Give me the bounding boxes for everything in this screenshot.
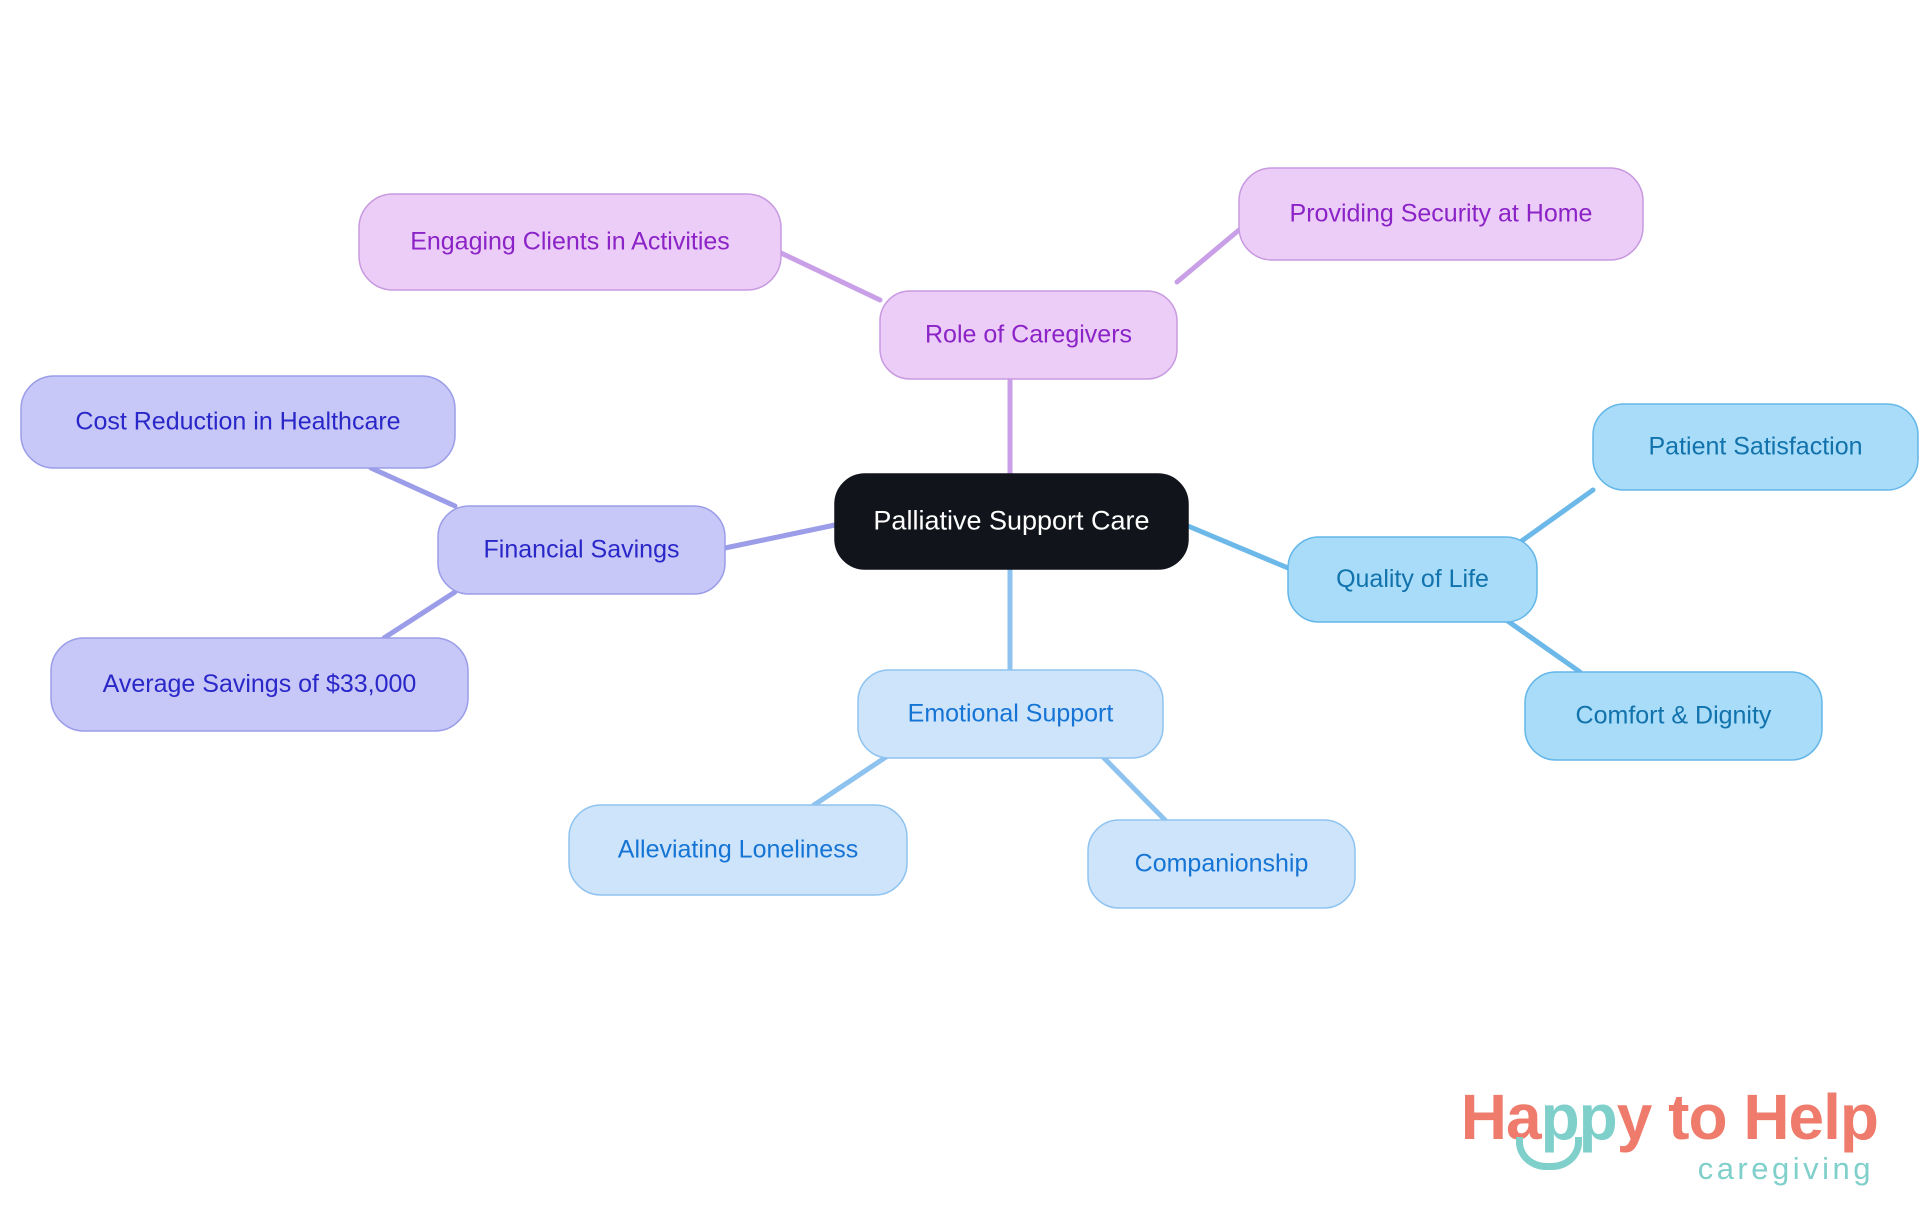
root-to-financial-savings bbox=[722, 522, 838, 551]
mindmap-node-patient-satisfaction[interactable]: Patient Satisfaction bbox=[1592, 403, 1919, 491]
quality-of-life-to-patient-satisfaction bbox=[1506, 487, 1596, 553]
node-shape bbox=[20, 375, 456, 469]
node-label: Engaging Clients in Activities bbox=[410, 228, 730, 256]
financial-savings-to-cost-reduction bbox=[368, 465, 458, 509]
node-label: Cost Reduction in Healthcare bbox=[75, 408, 400, 436]
node-shape bbox=[50, 637, 469, 732]
node-label: Quality of Life bbox=[1336, 565, 1489, 593]
mindmap-node-role-of-caregivers[interactable]: Role of Caregivers bbox=[879, 290, 1178, 380]
logo-tagline: caregiving bbox=[1697, 1151, 1874, 1186]
edges-layer bbox=[368, 227, 1596, 823]
node-shape bbox=[1524, 671, 1823, 761]
financial-savings-to-average-savings bbox=[381, 589, 458, 641]
node-label: Role of Caregivers bbox=[925, 321, 1132, 349]
mindmap-node-root[interactable]: Palliative Support Care bbox=[834, 473, 1189, 570]
mindmap-node-alleviating-loneliness[interactable]: Alleviating Loneliness bbox=[568, 804, 908, 896]
mindmap-node-average-savings[interactable]: Average Savings of $33,000 bbox=[50, 637, 469, 732]
node-shape bbox=[879, 290, 1178, 380]
mindmap-node-emotional-support[interactable]: Emotional Support bbox=[857, 669, 1164, 759]
mindmap-node-companionship[interactable]: Companionship bbox=[1087, 819, 1356, 909]
role-of-caregivers-to-providing-security bbox=[1174, 227, 1242, 285]
node-label: Palliative Support Care bbox=[873, 506, 1149, 536]
quality-of-life-to-comfort-dignity bbox=[1499, 614, 1583, 675]
role-of-caregivers-to-engaging-clients bbox=[778, 250, 883, 303]
node-shape bbox=[568, 804, 908, 896]
node-shape bbox=[1087, 819, 1356, 909]
mindmap-node-cost-reduction[interactable]: Cost Reduction in Healthcare bbox=[20, 375, 456, 469]
logo-wordmark: Happy to Help bbox=[1408, 1085, 1879, 1170]
node-shape bbox=[437, 505, 726, 595]
smile-icon bbox=[1516, 1137, 1582, 1170]
mindmap-node-quality-of-life[interactable]: Quality of Life bbox=[1287, 536, 1538, 623]
nodes-layer: Palliative Support Care Role of Caregiver… bbox=[20, 167, 1919, 909]
node-shape bbox=[1238, 167, 1644, 261]
node-shape bbox=[1287, 536, 1538, 623]
node-shape bbox=[857, 669, 1164, 759]
emotional-support-to-alleviating-loneliness bbox=[811, 754, 889, 808]
node-label: Providing Security at Home bbox=[1290, 200, 1593, 228]
brand-logo: Happy to Help caregiving bbox=[1408, 1085, 1879, 1195]
node-label: Patient Satisfaction bbox=[1648, 433, 1862, 461]
mindmap-node-providing-security[interactable]: Providing Security at Home bbox=[1238, 167, 1644, 261]
node-label: Emotional Support bbox=[908, 700, 1114, 728]
node-label: Financial Savings bbox=[484, 536, 680, 564]
node-label: Companionship bbox=[1135, 850, 1309, 878]
node-shape bbox=[1592, 403, 1919, 491]
node-label: Alleviating Loneliness bbox=[618, 836, 858, 864]
node-label: Average Savings of $33,000 bbox=[103, 670, 417, 698]
root-to-quality-of-life bbox=[1185, 523, 1291, 571]
mindmap-node-comfort-dignity[interactable]: Comfort & Dignity bbox=[1524, 671, 1823, 761]
mindmap-node-financial-savings[interactable]: Financial Savings bbox=[437, 505, 726, 595]
logo-word-two: y to Help bbox=[1616, 1081, 1879, 1153]
node-shape bbox=[834, 473, 1189, 570]
mindmap-node-engaging-clients[interactable]: Engaging Clients in Activities bbox=[358, 193, 782, 291]
emotional-support-to-companionship bbox=[1100, 754, 1168, 823]
node-shape bbox=[358, 193, 782, 291]
node-label: Comfort & Dignity bbox=[1576, 702, 1772, 730]
